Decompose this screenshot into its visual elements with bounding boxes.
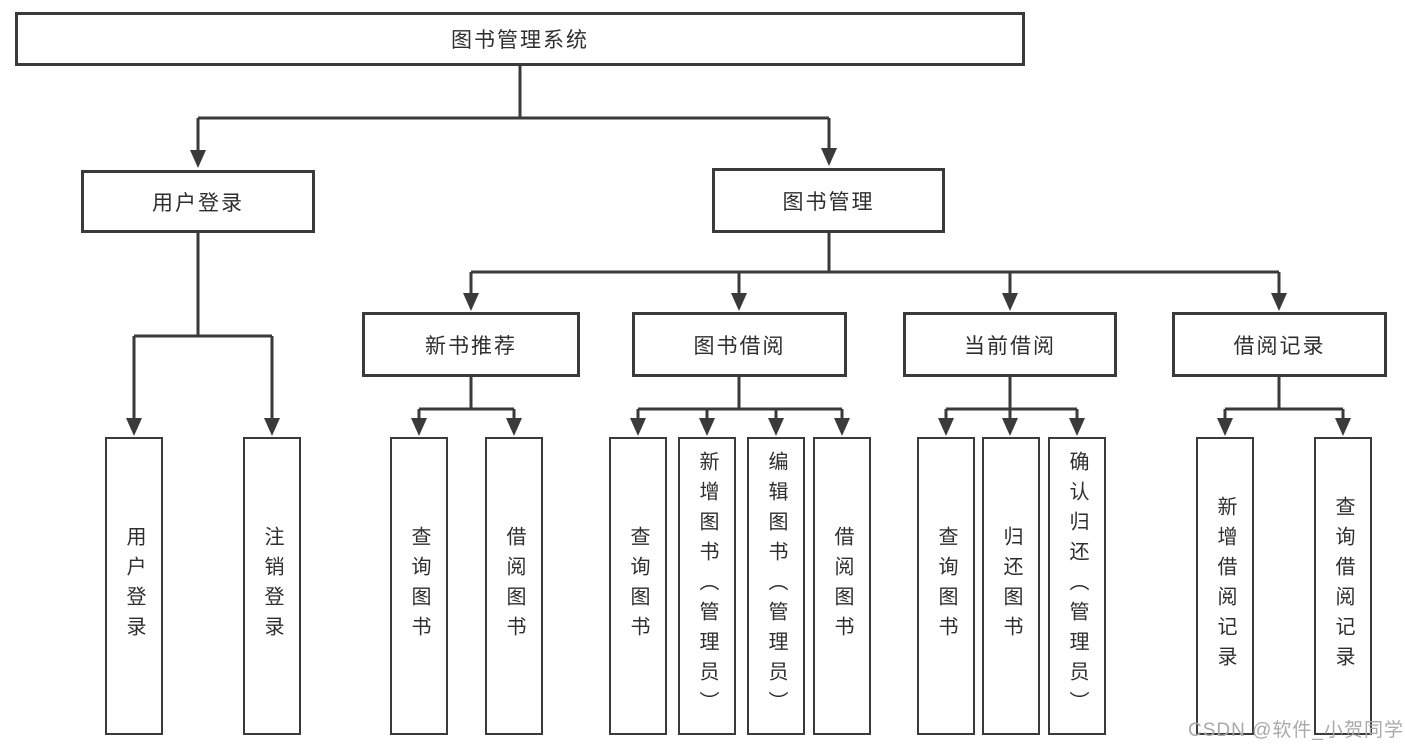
leaf-borrow-books: 借阅图书 — [813, 437, 871, 735]
leaf-add-borrow-record: 新增借阅记录 — [1196, 437, 1254, 735]
leaf-query-books-borrow: 查询图书 — [609, 437, 667, 735]
node-current-borrowing: 当前借阅 — [903, 312, 1117, 377]
leaf-query-books-current: 查询图书 — [917, 437, 975, 735]
csdn-watermark: CSDN @软件_小贺同学 — [1188, 720, 1404, 741]
leaf-logout: 注销登录 — [243, 437, 301, 735]
node-book-borrowing: 图书借阅 — [632, 312, 847, 377]
node-user-login: 用户登录 — [81, 170, 315, 233]
node-book-management: 图书管理 — [712, 168, 945, 233]
node-borrowing-records: 借阅记录 — [1172, 312, 1387, 377]
leaf-borrow-books-recommend: 借阅图书 — [485, 437, 543, 735]
leaf-add-book-admin: 新增图书（管理员） — [678, 437, 736, 735]
arrowheads — [126, 148, 1351, 436]
leaf-query-books-recommend: 查询图书 — [390, 437, 448, 735]
leaf-confirm-return-admin: 确认归还（管理员） — [1048, 437, 1106, 735]
leaf-edit-book-admin: 编辑图书（管理员） — [747, 437, 805, 735]
node-library-management-system: 图书管理系统 — [15, 12, 1025, 66]
leaf-query-borrow-record: 查询借阅记录 — [1314, 437, 1372, 735]
leaf-user-login: 用户登录 — [105, 437, 163, 735]
leaf-return-book: 归还图书 — [982, 437, 1040, 735]
node-new-book-recommendation: 新书推荐 — [362, 312, 580, 377]
